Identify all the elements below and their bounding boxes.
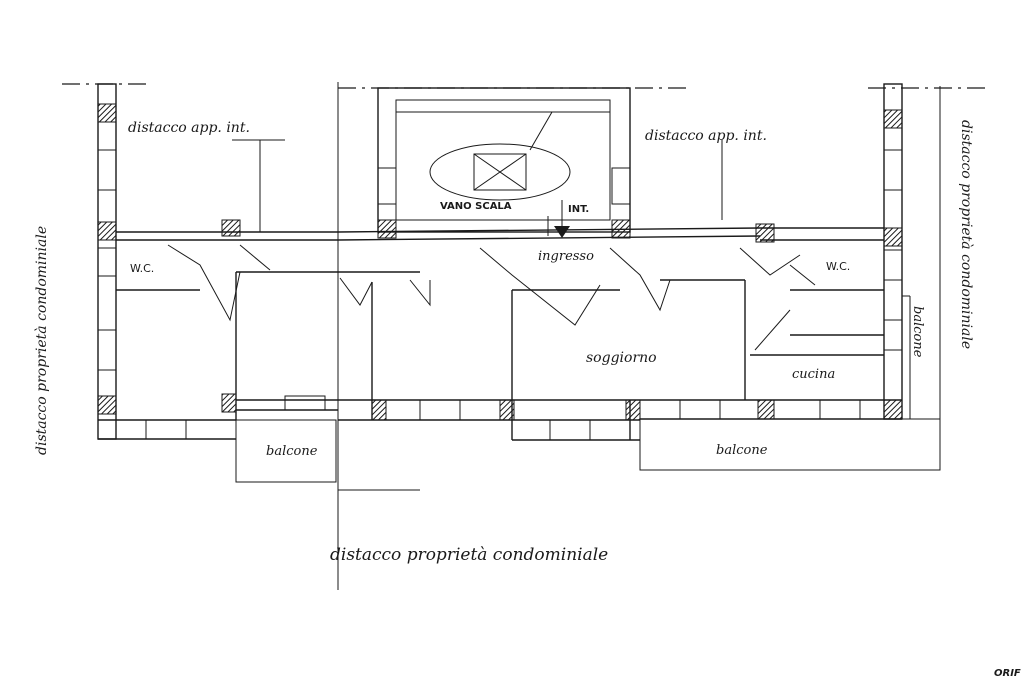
- label-wc-right: W.C.: [826, 260, 850, 273]
- label-vano-scala: VANO SCALA: [440, 201, 512, 212]
- label-distacco-top-left: distacco app. int.: [128, 120, 250, 136]
- label-distacco-bottom: distacco proprietà condominiale: [330, 545, 608, 565]
- entrance-arrow-icon: [547, 200, 570, 238]
- label-balcone-center: balcone: [716, 443, 768, 458]
- boundary-lines: [62, 82, 985, 590]
- label-balcone-right: balcone: [910, 306, 925, 358]
- label-balcone-left: balcone: [266, 444, 318, 459]
- corner-stamp: ORIF: [994, 668, 1021, 679]
- label-distacco-left-vertical: distacco proprietà condominiale: [34, 226, 50, 455]
- windows: [97, 149, 903, 441]
- label-int: INT.: [568, 204, 589, 215]
- label-soggiorno: soggiorno: [586, 350, 657, 366]
- label-distacco-top-right: distacco app. int.: [645, 128, 767, 144]
- label-cucina: cucina: [792, 367, 835, 382]
- label-distacco-right-vertical: distacco proprietà condominiale: [958, 120, 974, 349]
- label-wc-left: W.C.: [130, 262, 154, 275]
- outer-walls: [97, 83, 941, 483]
- pillars: [97, 103, 903, 421]
- label-ingresso: ingresso: [538, 249, 594, 264]
- door-swings: [167, 244, 816, 351]
